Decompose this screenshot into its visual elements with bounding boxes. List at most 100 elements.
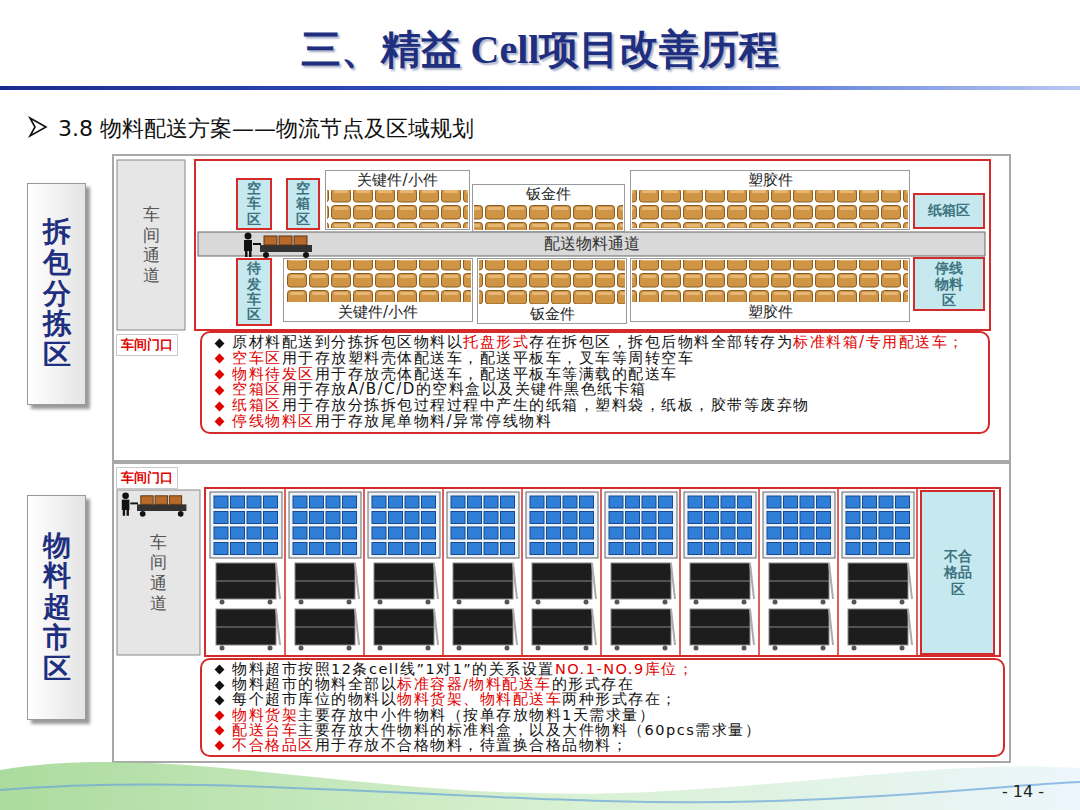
note-line: 空箱区用于存放A/B/C/D的空料盒以及关键件黑色纸卡箱 [214, 382, 978, 398]
aisle-fill [117, 160, 185, 330]
rack-unit [447, 488, 522, 656]
zone-tab: 拆包分拣区 [27, 183, 86, 405]
rack-frame [205, 488, 1000, 656]
keyword-text: 标准容器/物料配送车 [397, 676, 552, 692]
notes-box: 物料超市按照12条cell线”1对1”的关系设置NO.1-NO.9库位；物料超市… [200, 658, 1005, 757]
footer-curve [0, 782, 1080, 802]
area-box: 不合格品区 [920, 490, 995, 655]
box-stack [479, 260, 625, 304]
keyword-text: 纸箱区 [232, 396, 282, 414]
note-text: 每个超市库位的物料以 [232, 691, 397, 707]
aisle-fill [117, 490, 200, 655]
node-label: 钣金件 [526, 305, 579, 323]
rack-unit [210, 488, 285, 656]
node-label: 塑胶件 [744, 171, 797, 189]
node-label: 不合格品区 [944, 548, 972, 596]
note-line: 纸箱区用于存放分拣拆包过程过程中产生的纸箱，塑料袋，纸板，胶带等废弃物 [214, 398, 978, 414]
forklift-icon [122, 492, 187, 516]
box-stack [285, 260, 471, 302]
bullet-diamond [215, 665, 225, 675]
bullet-diamond [215, 338, 225, 348]
node-label: 拆包分拣区 [43, 217, 71, 371]
storage-zone: 钣金件 [477, 258, 627, 324]
bullet-diamond [215, 354, 225, 364]
note-line: 物料待发区用于存放壳体配送车，配送平板车等满载的配送车 [214, 367, 978, 383]
rack-group [210, 488, 917, 656]
storage-zone: 塑胶件 [630, 258, 910, 322]
notes-box: 原材料配送到分拣拆包区物料以托盘形式存在拆包区，拆包后物料全部转存为标准料箱/专… [200, 331, 990, 434]
channel-band: 配送物料通道 [198, 231, 985, 258]
storage-zone: 钣金件 [472, 184, 625, 232]
note-line: 空车区用于存放塑料壳体配送车，配送平板车，叉车等周转空车 [214, 351, 978, 367]
zone-tab: 物料超市区 [27, 495, 86, 720]
footer-wave [0, 762, 1080, 810]
area-frame [195, 160, 990, 330]
area-box: 待发车区 [236, 258, 272, 326]
note-text: 用于存放分拣拆包过程过程中产生的纸箱，塑料袋，纸板，胶带等废弃物 [282, 396, 810, 414]
rack-unit [526, 488, 601, 656]
channel-band [198, 232, 985, 256]
note-text: 用于存放A/B/C/D的空料盒以及关键件黑色纸卡箱 [282, 380, 647, 398]
rack-unit [763, 488, 838, 656]
box-stack [327, 190, 468, 228]
note-text: 用于存放尾单物料/异常停线物料 [315, 412, 553, 430]
note-line: 不合格品区用于存放不合格物料，待置换合格品物料； [214, 738, 993, 753]
keyword-text: 空车区 [232, 349, 282, 367]
note-text: 的形式存在 [552, 676, 635, 692]
rack-unit [842, 488, 917, 656]
node-label: 物料超市区 [43, 531, 71, 685]
bullet-diamond [215, 401, 225, 411]
storage-zone: 关键件/小件 [325, 170, 470, 230]
note-text: 存在拆包区，拆包后物料全部转存为 [529, 333, 793, 351]
forklift-icon [244, 233, 312, 259]
node-label: 钣金件 [522, 185, 575, 203]
aisle-box: 车间通道 [117, 490, 200, 655]
note-line: 物料超市的物料全部以标准容器/物料配送车的形式存在 [214, 677, 993, 692]
node-label: 空车区 [247, 181, 261, 227]
rack-unit [368, 488, 443, 656]
keyword-text: 托盘形式 [463, 333, 529, 351]
box-group [285, 190, 908, 304]
node-label: 待发车区 [247, 261, 261, 323]
node-label: 配送物料通道 [540, 234, 644, 255]
bullet-diamond [215, 741, 225, 751]
node-label: 车间通道 [150, 532, 167, 614]
keyword-text: 停线物料区 [232, 412, 315, 430]
note-line: 原材料配送到分拣拆包区物料以托盘形式存在拆包区，拆包后物料全部转存为标准料箱/专… [214, 335, 978, 351]
section-subtitle: 3.8 物料配送方案——物流节点及区域规划 [58, 114, 474, 144]
rack-unit [605, 488, 680, 656]
note-line: 物料货架主要存放中小件物料（按单存放物料1天需求量） [214, 708, 993, 723]
slide-title: 三、精益 Cell项目改善历程 [0, 22, 1080, 77]
keyword-text: 物料货架、物料配送车 [397, 691, 562, 707]
panel-frame [113, 155, 1010, 461]
box-stack [474, 204, 623, 230]
node-label: 塑胶件 [744, 303, 797, 321]
bullet-diamond [215, 385, 225, 395]
keyword-text: NO.1-NO.9库位； [555, 661, 694, 677]
page-number: - 14 - [1002, 782, 1044, 801]
bullet-diamond [215, 726, 225, 736]
door-label: 车间门口 [116, 467, 178, 489]
box-stack [632, 260, 908, 302]
keyword-text: 配送台车 [232, 722, 298, 738]
node-label: 关键件/小件 [353, 171, 441, 189]
area-box: 纸箱区 [913, 193, 985, 229]
keyword-text: 物料待发区 [232, 365, 315, 383]
aisle-box: 车间通道 [117, 160, 185, 330]
note-text: 主要存放大件物料的标准料盒，以及大件物料（60pcs需求量） [298, 722, 761, 738]
panel-frame [113, 463, 1010, 762]
note-text: 用于存放不合格物料，待置换合格品物料； [315, 737, 629, 753]
box-stack [632, 190, 908, 228]
node-label: 纸箱区 [928, 202, 970, 220]
note-text: 两种形式存在； [562, 691, 678, 707]
note-line: 配送台车主要存放大件物料的标准料盒，以及大件物料（60pcs需求量） [214, 723, 993, 738]
bullet-diamond [215, 370, 225, 380]
bullet-diamond [215, 711, 225, 721]
keyword-text: 物料货架 [232, 707, 298, 723]
node-label: 停线物料区 [935, 260, 963, 308]
bullet-diamond [215, 695, 225, 705]
bullet-arrow [30, 118, 46, 136]
note-text: 物料超市按照12条cell线”1对1”的关系设置 [232, 661, 555, 677]
note-text: 用于存放塑料壳体配送车，配送平板车，叉车等周转空车 [282, 349, 695, 367]
storage-zone: 塑胶件 [630, 170, 910, 230]
